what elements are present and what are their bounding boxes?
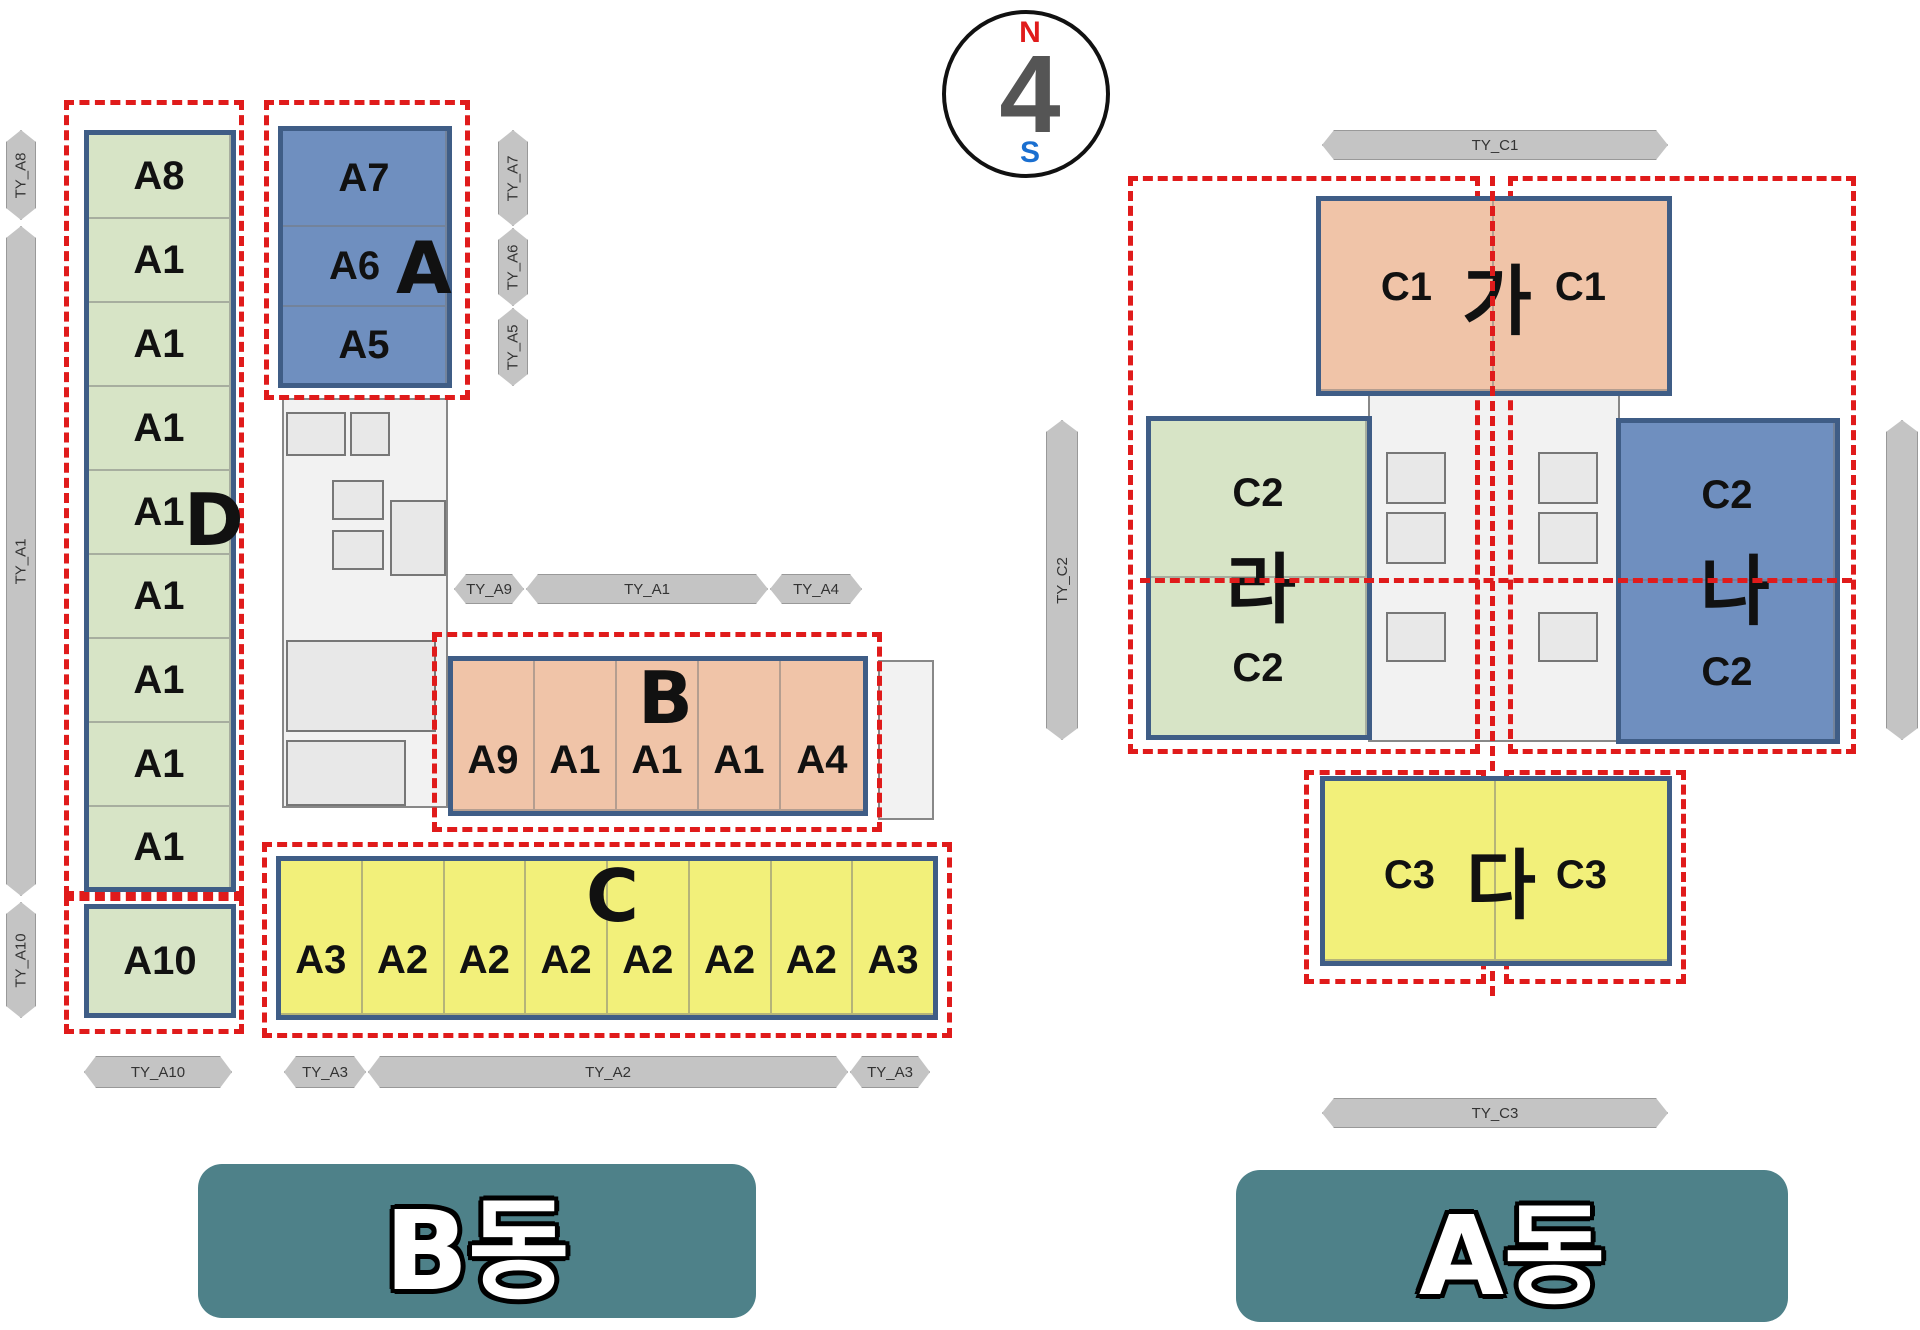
type-tag: TY_A2 [368,1056,848,1088]
core-elevator [1386,512,1446,564]
zone-c-units: A3 A2 A2 A2 A2 A2 A2 A3 [276,856,938,1020]
unit-cell: C1 [1494,201,1667,391]
zone-a-boundary [264,100,470,400]
unit-cell: A2 [444,861,527,1015]
compass-south: S [1019,136,1040,169]
core-elevator [1538,512,1598,564]
unit-cell: C3 [1496,781,1667,961]
unit-cell: A1 [89,471,231,555]
zone-d-boundary [64,100,244,896]
unit-cell: C2 [1151,578,1367,735]
zone-d-bottom-unit: A10 [84,904,236,1018]
type-tag: TY_C3 [1322,1098,1668,1128]
core-stair [286,412,346,456]
unit-cell: A2 [689,861,772,1015]
type-tag: TY_C1 [1322,130,1668,160]
compass-icon: N 4 S [942,10,1110,178]
unit-cell: A2 [608,861,690,1015]
unit-cell: C3 [1325,781,1496,961]
zone-d-letter: D [184,478,244,562]
type-tag: TY_A10 [6,902,36,1018]
zone-a-letter: A [396,226,452,310]
unit-cell: A3 [281,861,363,1015]
zone-d-bottom-boundary [64,896,244,1034]
core-elevator [1538,452,1598,504]
unit-cell: A1 [617,661,699,811]
unit-cell: A8 [89,135,231,219]
unit-cell: C2 [1151,421,1367,578]
core-area [282,398,448,808]
zone-d-units: A8 A1 A1 A1 A1 A1 A1 A1 A1 [84,130,236,892]
type-tag: TY_A3 [850,1056,930,1088]
floor-number: 4 [999,33,1061,156]
zone-da-units: C3 C3 [1320,776,1672,966]
zone-ga-left-boundary [1128,176,1480,754]
type-tag: TY_A10 [84,1056,232,1088]
unit-cell: A1 [89,387,231,471]
zone-b-units: A9 A1 A1 A1 A4 [448,656,868,816]
unit-cell: A1 [89,219,231,303]
zone-da-letter: 다 [1466,841,1536,930]
zone-divider [1490,176,1495,996]
zone-divider [1140,578,1852,583]
zone-c-boundary [262,842,952,1038]
unit-cell: A1 [89,555,231,639]
unit-cell: A1 [89,807,231,887]
type-tag: TY_A4 [770,574,862,604]
zone-ga-letter: 가 [1462,257,1532,346]
unit-cell: A1 [89,639,231,723]
type-tag [1886,420,1918,740]
core-area [878,660,934,820]
building-b-label: B동 [198,1164,756,1318]
unit-cell: A3 [853,861,933,1015]
unit-cell: A1 [699,661,781,811]
unit-cell: C2 [1621,581,1835,739]
type-tag: TY_A1 [526,574,768,604]
core-elevator [332,530,384,570]
zone-b-boundary [432,632,882,832]
compass-north: N [1019,16,1041,49]
unit-cell: A4 [781,661,863,811]
type-tag: TY_A5 [498,308,528,386]
type-tag: TY_C2 [1046,420,1078,740]
zone-na-letter: 나 [1700,547,1770,636]
zone-c-letter: C [586,854,639,938]
unit-cell: A2 [526,861,608,1015]
core-room [286,640,436,732]
unit-cell: A7 [283,131,447,227]
type-tag: TY_A1 [6,226,36,896]
core-room [286,740,406,806]
zone-a-units: A7 A6 A5 [278,126,452,388]
type-tag: TY_A7 [498,130,528,226]
unit-cell: A6 [283,227,447,307]
zone-ga-right-boundary [1508,176,1856,754]
unit-cell: A10 [123,938,197,983]
unit-cell: A1 [535,661,617,811]
unit-cell: A9 [453,661,535,811]
core-elevator [1386,452,1446,504]
type-tag: TY_A9 [454,574,524,604]
core-elevator [332,480,384,520]
type-tag: TY_A3 [284,1056,366,1088]
core-stair [350,412,390,456]
unit-cell: A1 [89,303,231,387]
core-shaft [1386,612,1446,662]
core-shaft [1538,612,1598,662]
type-tag: TY_A8 [6,130,36,220]
unit-cell: A5 [283,307,447,383]
core-shaft [390,500,446,576]
zone-b-letter: B [638,656,693,740]
zone-ra-letter: 라 [1226,545,1296,634]
building-a-label: A동 [1236,1170,1788,1322]
unit-cell: A1 [89,723,231,807]
unit-cell: A2 [771,861,854,1015]
unit-cell: A2 [362,861,445,1015]
type-tag: TY_A6 [498,228,528,306]
